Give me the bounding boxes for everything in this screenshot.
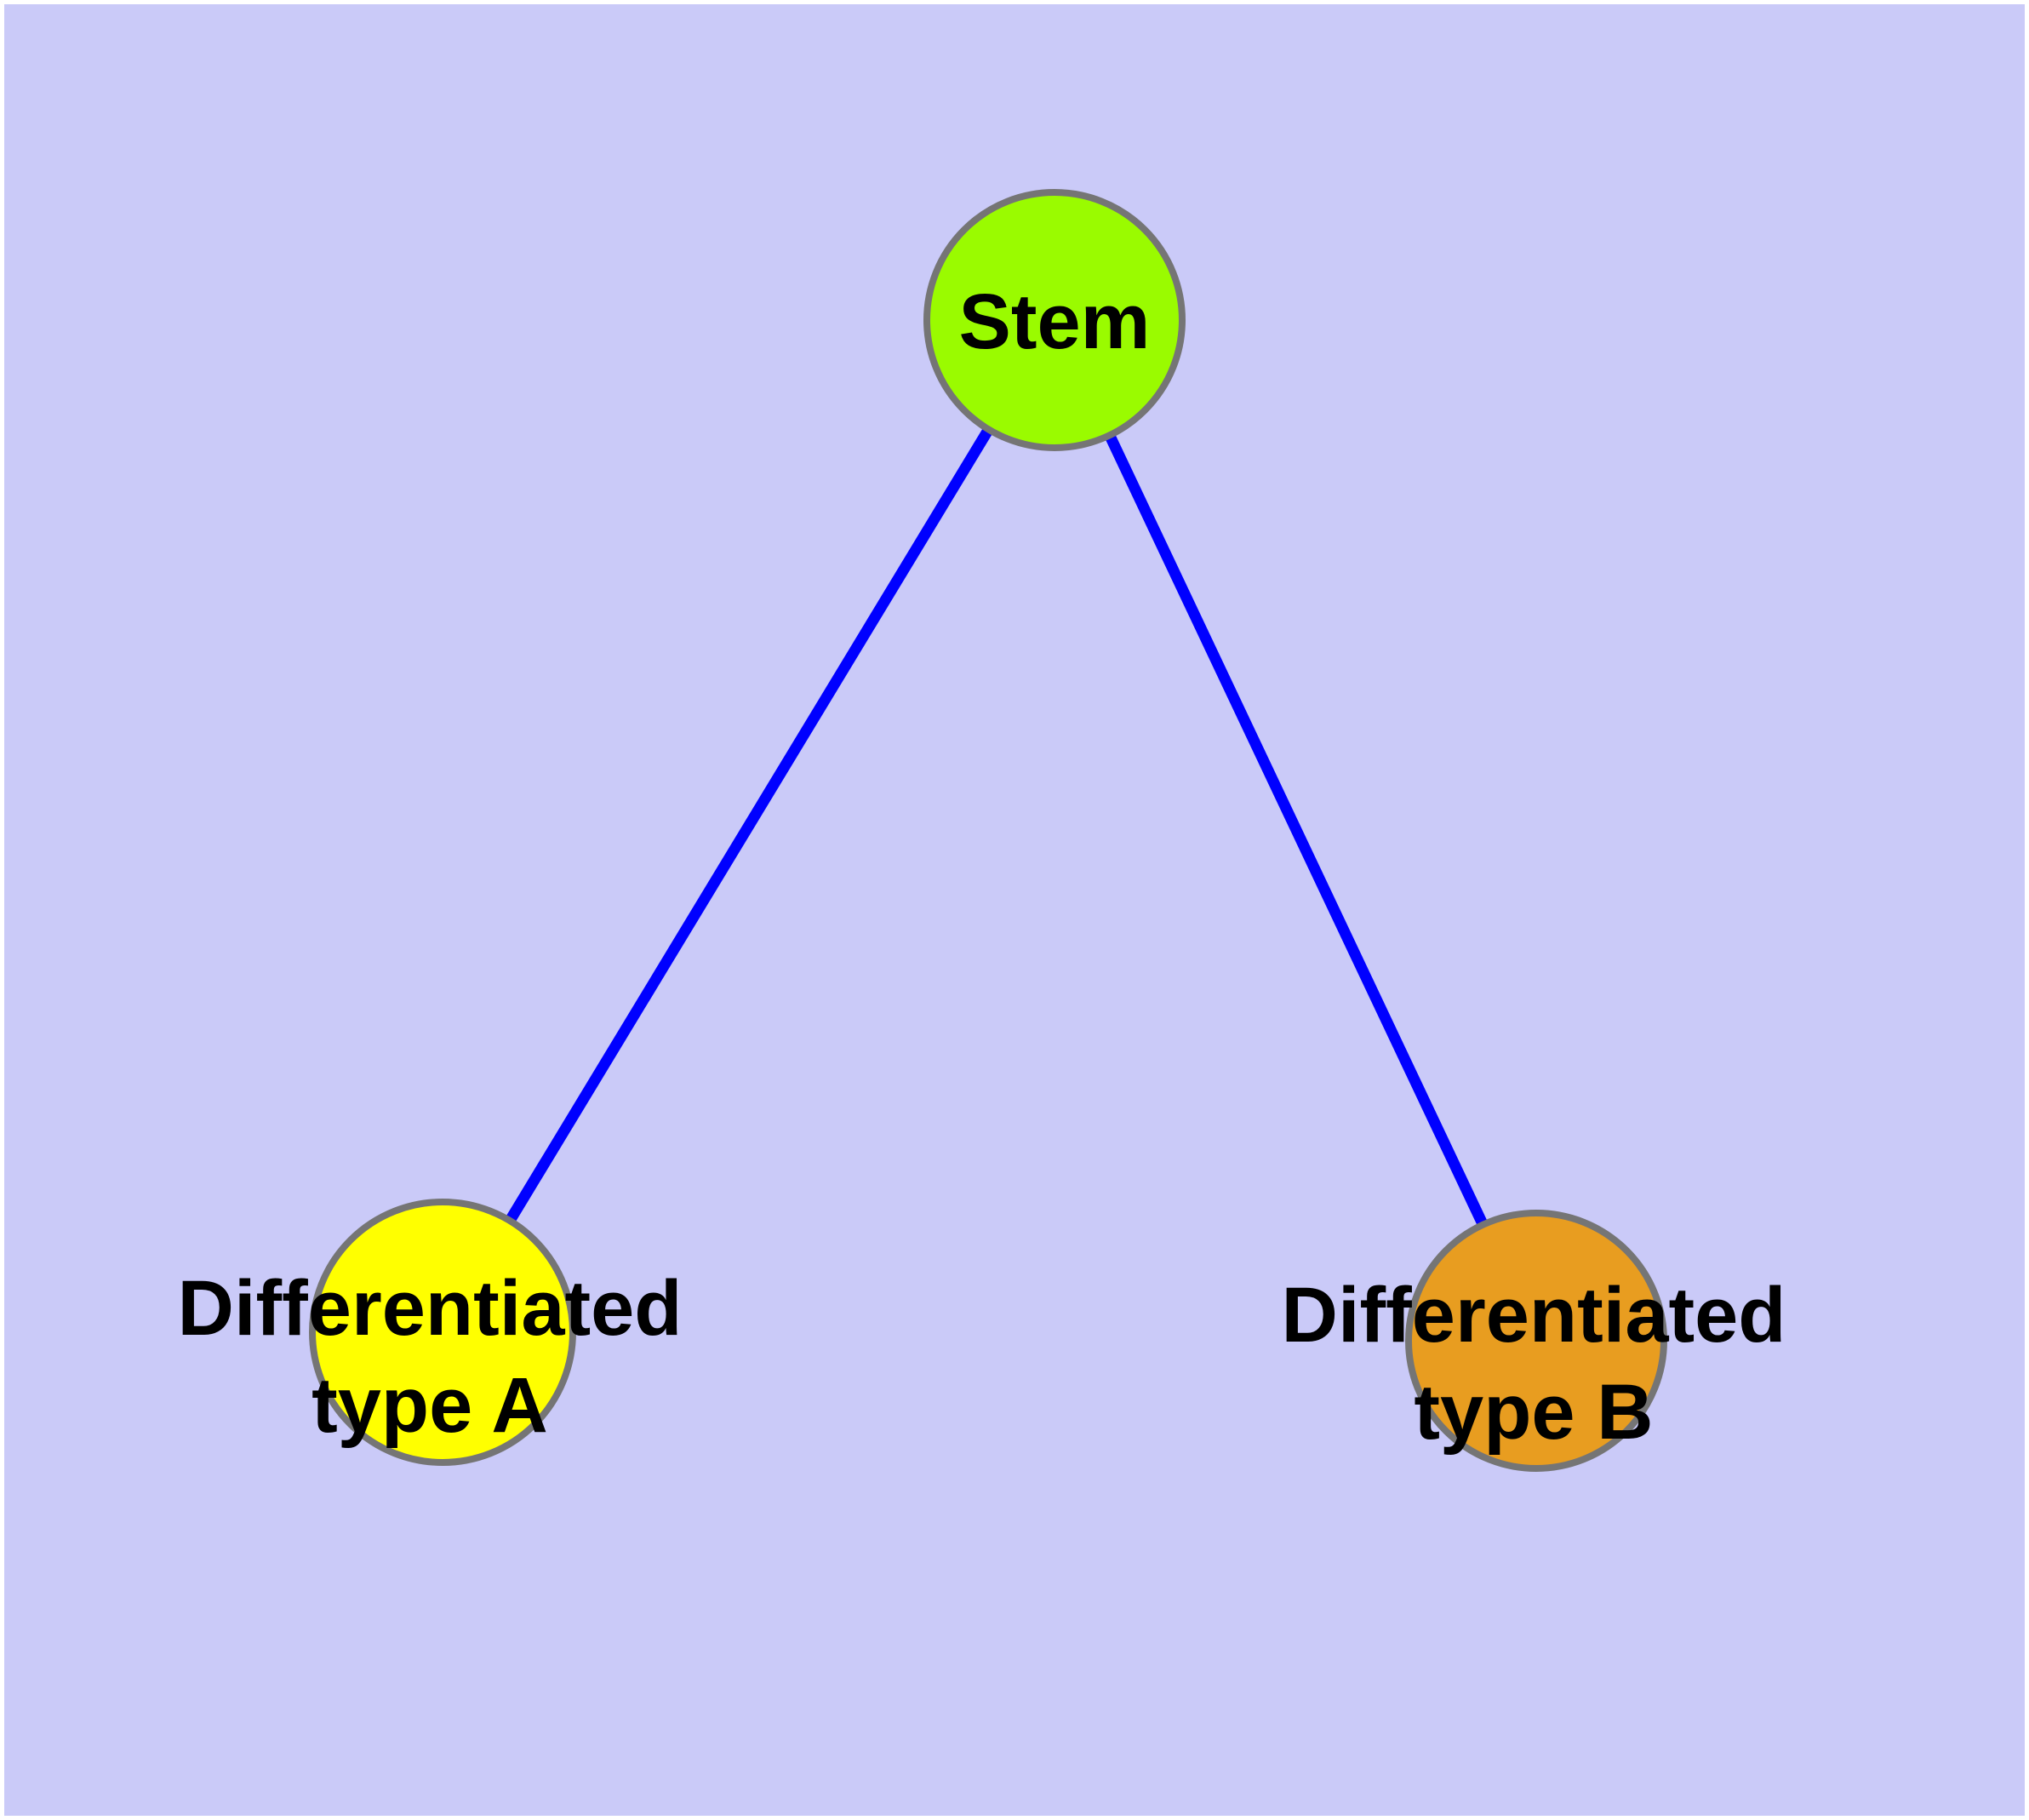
node-differentiated-type-b <box>1405 1210 1667 1472</box>
node-differentiated-type-a <box>309 1199 576 1466</box>
edge-stem-to-type-a <box>505 428 992 1224</box>
edge-stem-to-type-b <box>1106 435 1489 1230</box>
node-stem <box>923 189 1186 451</box>
